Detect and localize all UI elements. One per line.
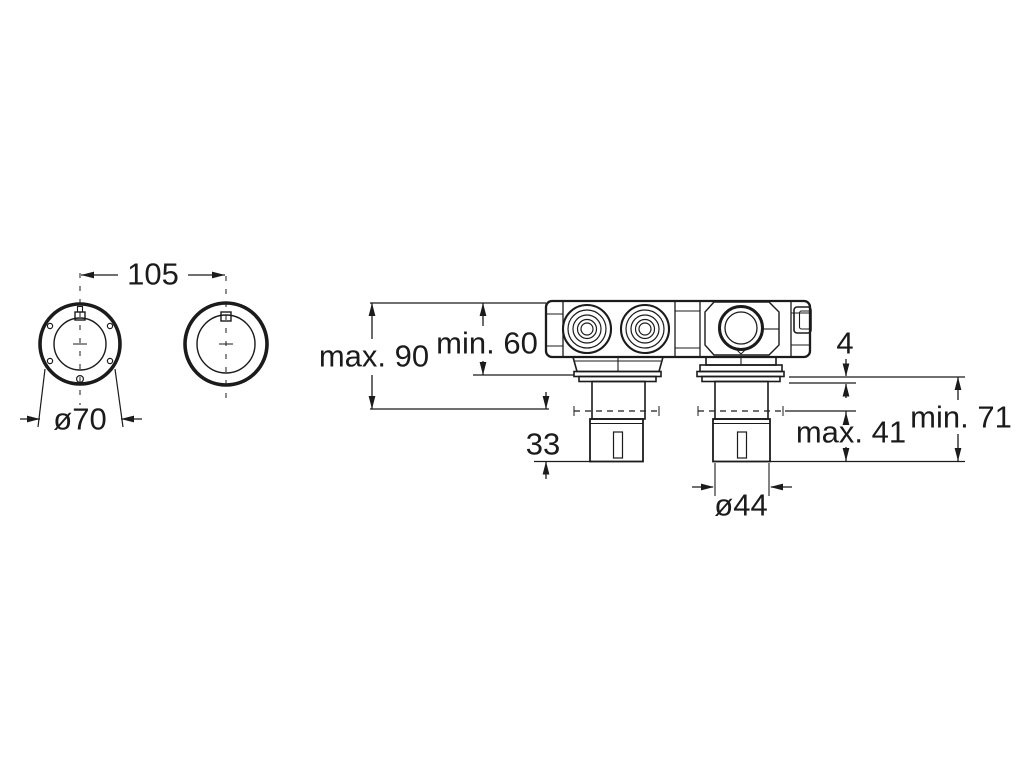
dimension-d44: ø44: [692, 483, 792, 523]
wall-line-right: [697, 406, 784, 416]
dim-label-max41: max. 41: [796, 415, 906, 450]
dimension-rosette-diameter: ø70: [20, 368, 142, 437]
left-stub-pipe: [589, 380, 646, 463]
dimension-4: 4: [836, 326, 854, 398]
dimension-min71: min. 71: [910, 377, 1012, 461]
top-screw: [76, 305, 84, 313]
dim-label-d44: ø44: [714, 488, 767, 523]
extension-lines: [370, 302, 965, 496]
right-rosette: [183, 276, 269, 400]
dim-label-d70: ø70: [53, 402, 106, 437]
dim-label-max90: max. 90: [319, 339, 429, 374]
wall-line-left: [573, 406, 660, 416]
bottom-hole: [75, 375, 84, 384]
ribbed-cap-right: [619, 303, 671, 355]
dim-label-4: 4: [836, 326, 853, 361]
ribbed-cap-left: [561, 303, 613, 355]
screw-hole: [46, 322, 54, 330]
dimension-max90: max. 90: [319, 303, 429, 409]
dimension-min60: min. 60: [436, 303, 538, 375]
right-stub-pipe: [712, 380, 771, 463]
dim-label-min71: min. 71: [910, 400, 1012, 435]
cartridge-plate: [704, 301, 780, 356]
slot: [612, 431, 624, 459]
left-neck-flange: [571, 356, 665, 383]
dimension-center-spacing: 105: [81, 257, 225, 292]
dim-label-33: 33: [526, 427, 560, 462]
side-port-inner: [798, 310, 812, 330]
left-rosette: [38, 273, 122, 405]
slot: [736, 431, 748, 459]
side-view-valve-body: max. 90 min. 60 33 4: [319, 299, 1012, 523]
dimension-33: 33: [526, 392, 560, 479]
screw-hole: [106, 357, 114, 365]
top-notch: [220, 311, 232, 322]
screw-hole: [106, 322, 114, 330]
right-neck-flange: [696, 356, 785, 383]
dim-label-105: 105: [127, 257, 179, 292]
dimension-max41: max. 41: [796, 411, 906, 461]
screw-hole: [46, 357, 54, 365]
valve-body: [544, 299, 812, 359]
dim-label-min60: min. 60: [436, 326, 538, 361]
front-view-rosettes: 105 ø70: [20, 257, 269, 437]
